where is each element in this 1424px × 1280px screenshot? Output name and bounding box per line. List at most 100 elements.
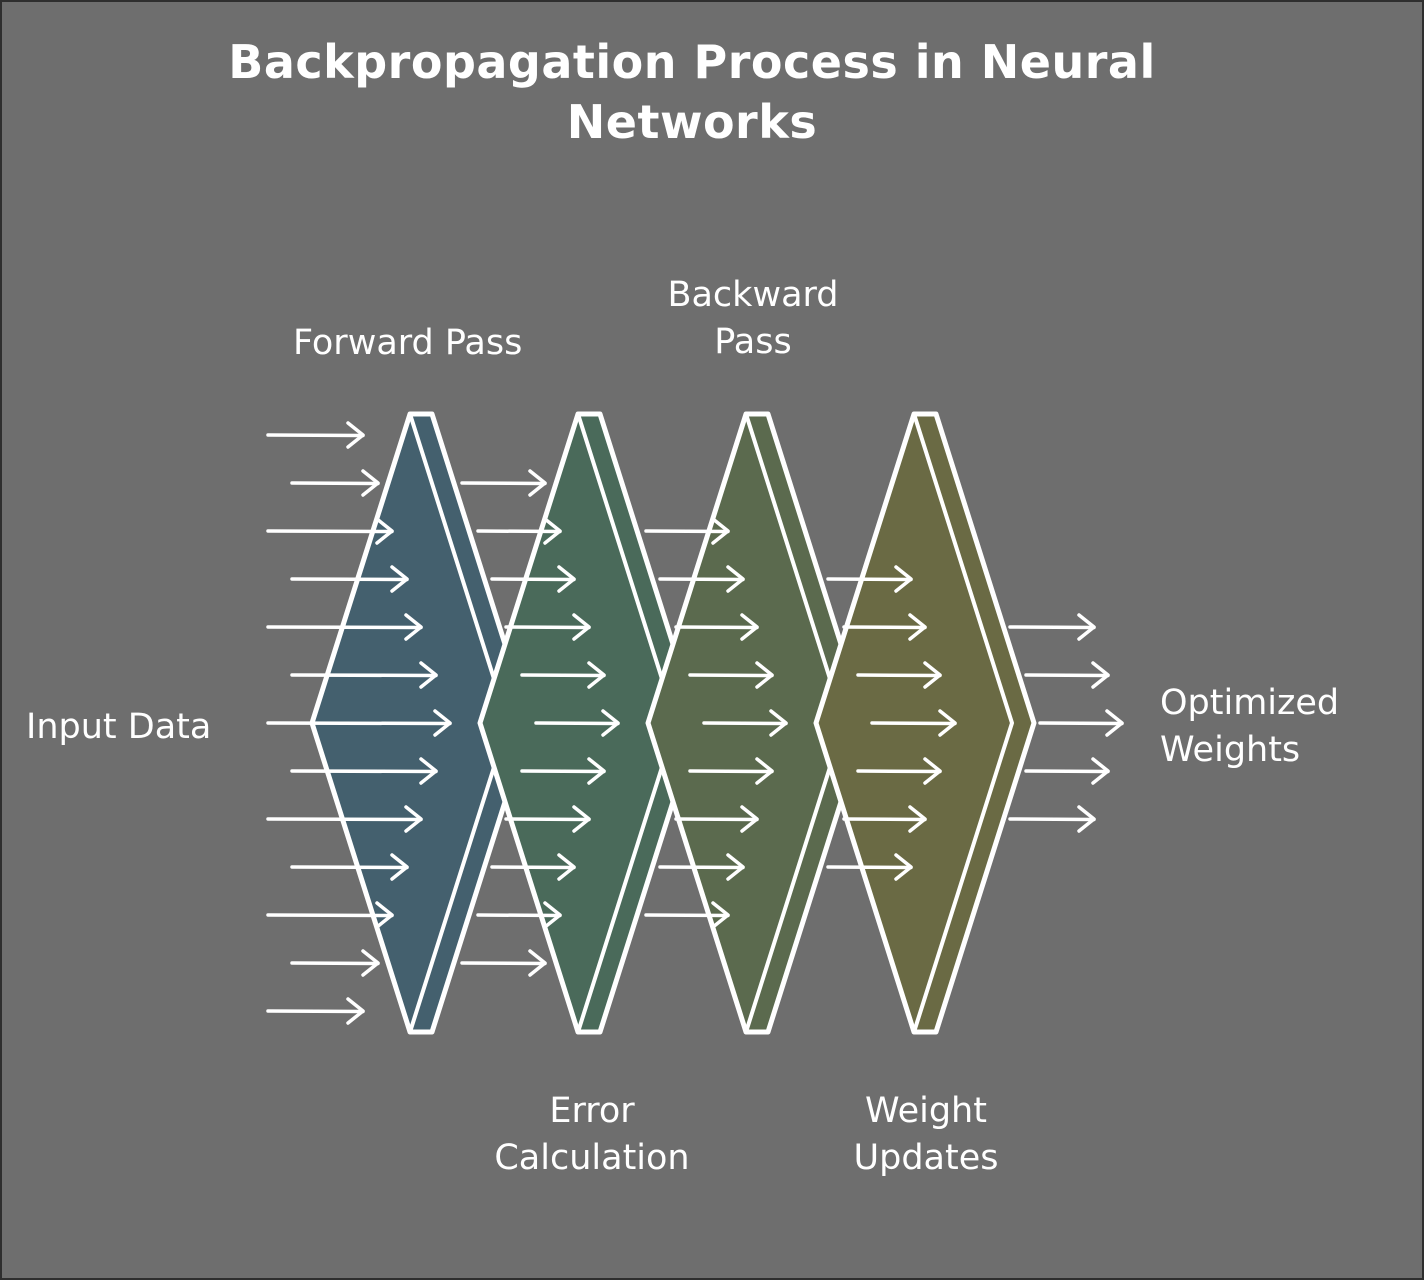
input-arrow-head [375,901,394,929]
weight-updates-label-line2: Updates [853,1138,999,1178]
output-arrow-shaft [1038,721,1124,726]
flow-arrow [490,565,576,593]
flow-arrow [658,853,745,881]
input-arrow-shaft [290,769,438,774]
input-arrow [266,517,394,545]
forward-pass-label: Forward Pass [293,323,523,363]
input-arrow [266,613,423,641]
flow-arrow-shaft [688,673,774,678]
flow-arrow-head [769,709,788,737]
flow-arrow-shaft [644,529,730,534]
flow-arrow [520,661,606,689]
flow-arrow-head [923,661,942,689]
output-arrow [1038,709,1124,737]
output-arrow-shaft [1008,625,1096,630]
flow-arrow [504,805,591,833]
input-arrow-shaft [290,577,409,582]
output-arrow [1024,757,1110,785]
flow-arrow-shaft [520,673,606,678]
flow-arrow-shaft [856,769,942,774]
diagram-title: Backpropagation Process in Neural Networ… [228,35,1156,149]
flow-arrow-head [740,613,759,641]
input-arrow-head [390,853,409,881]
weight-updates-label: Weight Updates [836,1088,1016,1182]
output-arrow [1024,661,1110,689]
input-arrow-head [390,565,409,593]
flow-arrow [826,853,913,881]
output-arrow-head [1077,805,1096,833]
flow-arrow-shaft [504,625,591,630]
output-arrow-head [1077,613,1096,641]
flow-arrow-shaft [490,865,576,870]
input-arrow-head [404,805,423,833]
input-arrow [290,757,438,785]
flow-arrow-head [755,661,774,689]
input-arrow-shaft [266,817,423,822]
input-arrow-shaft [266,1009,365,1014]
input-arrow-head [346,421,365,449]
flow-arrow-head [938,709,957,737]
input-arrow [290,853,409,881]
flow-arrow-shaft [534,721,620,726]
output-arrow-shaft [1008,817,1096,822]
flow-arrow-head [587,757,606,785]
flow-arrow [534,709,620,737]
backward-pass-label-line1: Backward [667,275,839,315]
flow-arrow [460,469,547,497]
flow-arrow [520,757,606,785]
flow-arrow [842,805,927,833]
flow-arrow [476,517,562,545]
flow-arrow-head [528,949,547,977]
flow-arrow [658,565,745,593]
flow-arrow [856,661,942,689]
optimized-weights-label: Optimized Weights [1160,680,1339,774]
input-arrow-shaft [266,721,452,726]
flow-arrow [460,949,547,977]
flow-arrow [826,565,913,593]
flow-arrow-head [601,709,620,737]
input-arrow-shaft [266,913,394,918]
flow-arrow [856,757,942,785]
flow-arrow-shaft [674,817,759,822]
flow-arrow [842,613,927,641]
output-arrow [1008,613,1096,641]
flow-arrow [702,709,788,737]
input-arrow-shaft [290,961,380,966]
input-arrow-head [404,613,423,641]
input-arrow-head [361,469,380,497]
flow-arrow-shaft [476,529,562,534]
flow-arrow-shaft [460,961,547,966]
weight-updates-chevron-inner-edge [912,413,1014,1033]
flow-arrow-head [557,853,576,881]
flow-arrow-head [711,517,730,545]
flow-arrow [476,901,562,929]
flow-arrow [644,517,730,545]
input-arrow [266,901,394,929]
backward-pass-label: Backward Pass [640,272,866,366]
flow-arrow-shaft [688,769,774,774]
error-calculation-label: Error Calculation [472,1088,712,1182]
weight-updates-label-line1: Weight [865,1091,987,1131]
input-data-label: Input Data [26,707,212,747]
output-arrow-head [1091,757,1110,785]
flow-arrow-head [923,757,942,785]
flow-arrow [490,853,576,881]
flow-arrow-shaft [842,625,927,630]
input-arrow-shaft [290,865,409,870]
flow-arrow-shaft [842,817,927,822]
input-arrow-head [433,709,452,737]
input-arrow [290,469,380,497]
input-arrow-shaft [290,673,438,678]
flow-arrow-head [557,565,576,593]
flow-arrow-shaft [460,481,547,486]
flow-arrow-shaft [490,577,576,582]
flow-arrow-head [528,469,547,497]
flow-arrow [688,661,774,689]
flow-arrow-shaft [476,913,562,918]
output-arrow-shaft [1024,673,1110,678]
flow-arrow [870,709,957,737]
flow-arrow-head [572,613,591,641]
input-arrow [266,805,423,833]
input-arrow [266,997,365,1025]
flow-arrow-shaft [520,769,606,774]
